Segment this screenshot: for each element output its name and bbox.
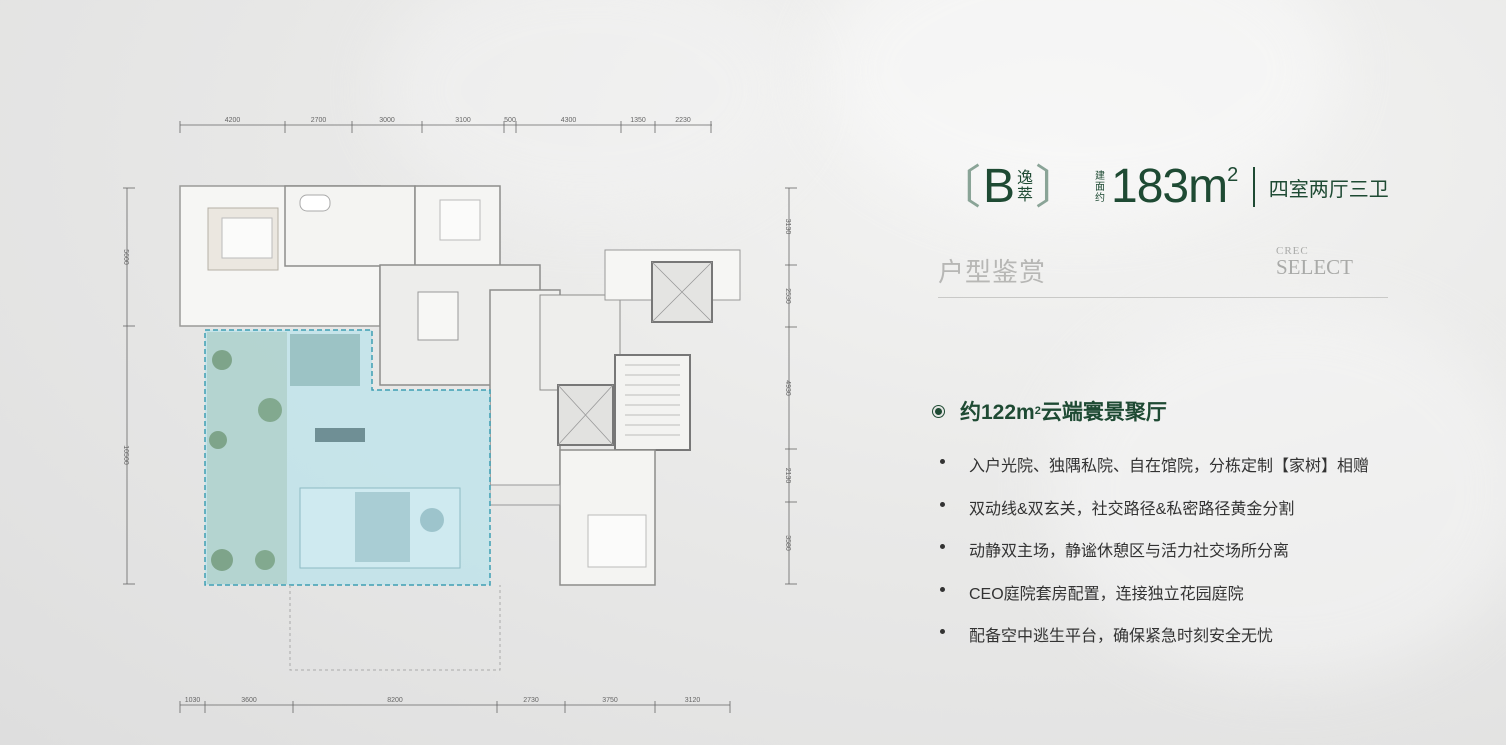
dimension-label: 2130 bbox=[784, 468, 791, 484]
brand-line1: CREC bbox=[1276, 245, 1309, 257]
dimension-lines bbox=[126, 124, 790, 706]
divider bbox=[1253, 167, 1255, 207]
dimension-label: 3100 bbox=[455, 117, 471, 124]
bracket-left: 〔 bbox=[935, 161, 981, 213]
living-area-highlight bbox=[204, 329, 491, 586]
area-number: 183m bbox=[1111, 160, 1228, 213]
dimension-label: 5600 bbox=[122, 249, 129, 265]
dimension-label: 3120 bbox=[685, 697, 701, 704]
dimension-label: 1350 bbox=[630, 117, 646, 124]
area-label-char: 建 bbox=[1095, 170, 1106, 182]
feature-item: 配备空中逃生平台，确保紧急时刻安全无忧 bbox=[938, 622, 1369, 665]
dimension-label: 2730 bbox=[523, 697, 539, 704]
brand-logo: CREC SELECT bbox=[1276, 246, 1353, 278]
feature-text: 入户光院、独隅私院、自在馆院，分栋定制【家树】相赠 bbox=[969, 458, 1370, 475]
unit-type-name: 逸 萃 bbox=[1017, 170, 1033, 204]
bracket-right: 〕 bbox=[1035, 161, 1082, 213]
plan-walls bbox=[179, 185, 741, 586]
highlight-prefix: 约122m bbox=[960, 401, 1035, 424]
bullet-icon bbox=[940, 544, 945, 549]
feature-item: 动静双主场，静谧休憩区与活力社交场所分离 bbox=[938, 537, 1369, 580]
section-subtitle: 户型鉴赏 bbox=[938, 258, 1047, 287]
feature-text: 动静双主场，静谧休憩区与活力社交场所分离 bbox=[969, 543, 1290, 560]
dimension-label: 500 bbox=[504, 117, 516, 124]
feature-list: 入户光院、独隅私院、自在馆院，分栋定制【家树】相赠 双动线&双玄关，社交路径&私… bbox=[938, 452, 1369, 665]
dimension-label: 2530 bbox=[784, 288, 791, 304]
area-value: 183m2 bbox=[1111, 160, 1238, 213]
dimension-label: 3600 bbox=[241, 697, 257, 704]
feature-item: CEO庭院套房配置，连接独立花园庭院 bbox=[938, 580, 1369, 623]
bullet-icon bbox=[940, 629, 945, 634]
feature-text: CEO庭院套房配置，连接独立花园庭院 bbox=[969, 585, 1244, 603]
bullet-icon bbox=[940, 501, 945, 507]
terrace-outline bbox=[289, 585, 501, 671]
bullet-ring-icon bbox=[935, 407, 942, 415]
dimension-label: 4930 bbox=[784, 380, 791, 396]
feature-text: 配备空中逃生平台，确保紧急时刻安全无忧 bbox=[969, 628, 1274, 645]
dimension-label: 8200 bbox=[387, 697, 403, 704]
unit-title: 〔 B 逸 萃 〕 建 面 约 183m2 四室两厅三卫 bbox=[935, 163, 1389, 211]
dimension-label: 3000 bbox=[379, 117, 395, 124]
dimension-label: 4200 bbox=[225, 117, 241, 124]
dimension-label: 4300 bbox=[561, 117, 577, 124]
dimension-label: 3130 bbox=[784, 219, 791, 235]
feature-text: 双动线&双玄关，社交路径&私密路径黄金分割 bbox=[969, 500, 1295, 518]
bullet-icon bbox=[940, 586, 945, 592]
dimension-label: 10500 bbox=[122, 445, 129, 465]
bullet-icon bbox=[940, 459, 945, 464]
area-label-char: 约 bbox=[1095, 192, 1106, 204]
brand-line2: SELECT bbox=[1276, 255, 1353, 279]
dimension-label: 2700 bbox=[311, 117, 327, 124]
dimension-label: 3580 bbox=[784, 535, 791, 551]
unit-name-char: 萃 bbox=[1017, 187, 1034, 204]
area-label: 建 面 约 bbox=[1095, 171, 1105, 204]
highlight-sup: 2 bbox=[1034, 405, 1041, 417]
dimension-label: 3750 bbox=[602, 697, 618, 704]
feature-item: 双动线&双玄关，社交路径&私密路径黄金分割 bbox=[938, 495, 1369, 538]
dimension-label: 1030 bbox=[185, 697, 201, 704]
feature-item: 入户光院、独隅私院、自在馆院，分栋定制【家树】相赠 bbox=[938, 452, 1369, 495]
unit-name-char: 逸 bbox=[1017, 170, 1034, 187]
divider-line bbox=[938, 297, 1388, 298]
dimension-label: 2230 bbox=[675, 117, 691, 124]
area-sup: 2 bbox=[1227, 164, 1238, 186]
highlight-suffix: 云端寰景聚厅 bbox=[1040, 401, 1167, 424]
room-layout: 四室两厅三卫 bbox=[1268, 178, 1389, 201]
unit-type-letter: B bbox=[983, 160, 1016, 213]
area-label-char: 面 bbox=[1095, 181, 1106, 193]
